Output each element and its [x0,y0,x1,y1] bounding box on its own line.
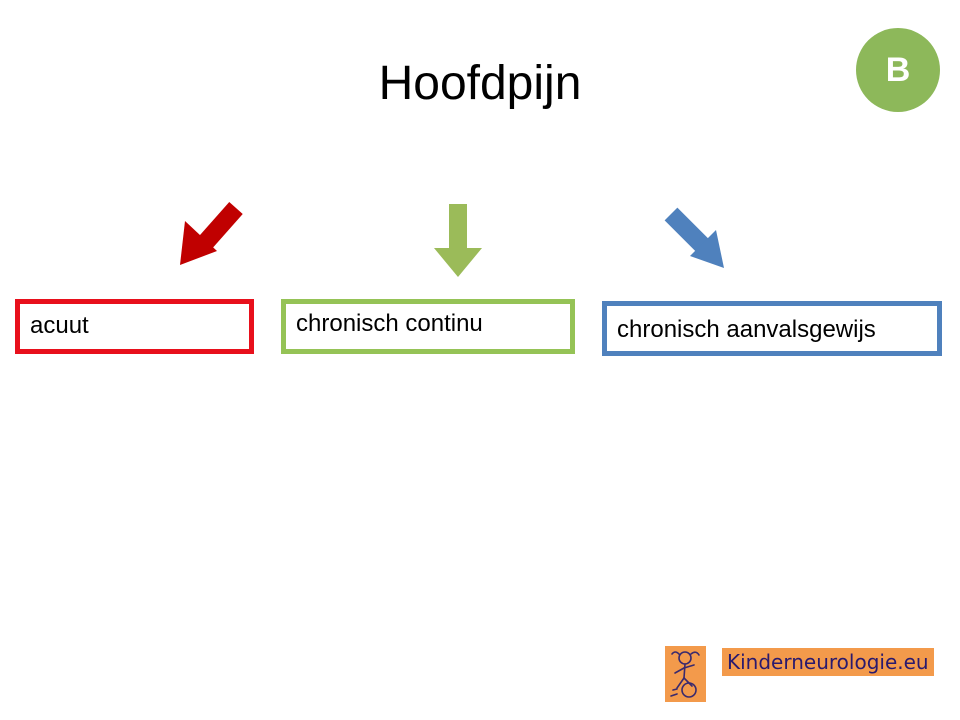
category-box-chronisch-continu: chronisch continu [281,299,575,354]
category-box-chronisch-aanvalsgewijs: chronisch aanvalsgewijs [602,301,942,356]
logo-text[interactable]: Kinderneurologie.eu [722,648,934,676]
category-label: chronisch continu [296,310,483,337]
arrow-down-left-icon [180,202,243,265]
arrow-down-right-icon [664,207,724,268]
section-badge: B [856,28,940,112]
slide-title: Hoofdpijn [378,57,582,110]
arrow-down-icon [434,204,482,277]
category-label: acuut [30,312,89,339]
category-box-acuut: acuut [15,299,254,354]
category-label: chronisch aanvalsgewijs [617,316,876,343]
child-figure-icon [665,646,706,702]
